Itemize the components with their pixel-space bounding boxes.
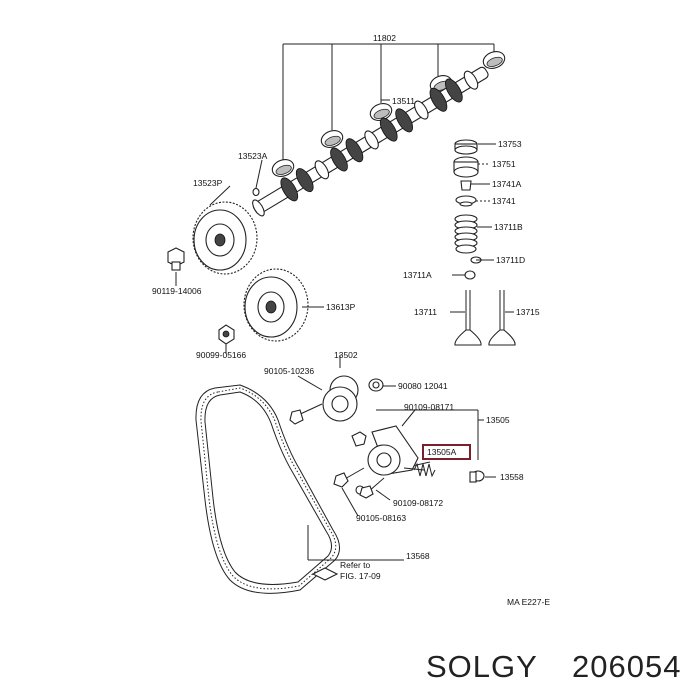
valve-leader-lines xyxy=(450,143,514,313)
bolt-90105-08163 xyxy=(333,467,365,488)
label-90119: 90119-14006 xyxy=(152,286,202,296)
label-11802: 11802 xyxy=(373,33,396,43)
label-13715: 13715 xyxy=(516,307,540,317)
timing-belt-13568 xyxy=(195,384,340,594)
label-13711: 13711 xyxy=(414,307,437,317)
label-13505a: 13505A xyxy=(427,447,457,457)
highlight-box-13505a xyxy=(422,444,471,460)
label-13711b: 13711B xyxy=(494,222,523,232)
brand-name: SOLGY xyxy=(426,649,538,684)
label-13751: 13751 xyxy=(492,159,516,169)
label-90105-10236: 90105-10236 xyxy=(264,366,314,376)
label-13711d: 13711D xyxy=(496,255,525,265)
refer-symbol xyxy=(311,567,339,581)
label-13568: 13568 xyxy=(406,551,430,561)
label-13511: 13511 xyxy=(392,96,415,106)
tensioner-13505 xyxy=(351,425,425,495)
label-90109-08172: 90109-08172 xyxy=(393,498,443,508)
label-13741a: 13741A xyxy=(492,179,522,189)
label-13558: 13558 xyxy=(500,472,524,482)
idler-13502 xyxy=(322,375,384,422)
pulley-13613p xyxy=(243,268,309,342)
bracket-11802 xyxy=(282,43,495,160)
label-13502: 13502 xyxy=(334,350,358,360)
label-13523p: 13523P xyxy=(193,178,223,188)
label-13741: 13741 xyxy=(492,196,516,206)
part-number: 206054 xyxy=(572,649,681,684)
label-90109-08171: 90109-08171 xyxy=(404,402,454,412)
label-13613p: 13613P xyxy=(326,302,356,312)
label-13505: 13505 xyxy=(486,415,510,425)
label-90105-08163: 90105-08163 xyxy=(356,513,406,523)
label-refer-fig: FIG. 17-09 xyxy=(340,571,381,581)
part-labels: 11802 13511 13523A 13523P 90119-14006 13… xyxy=(152,33,550,607)
label-13753: 13753 xyxy=(498,139,522,149)
bolt-90119 xyxy=(167,247,185,271)
pin-13558 xyxy=(469,470,485,483)
bolt-90109-08172 xyxy=(359,477,385,499)
label-90099: 90099-05166 xyxy=(196,350,246,360)
camshaft xyxy=(252,66,489,217)
pin-13523a xyxy=(252,187,260,197)
pulley-13523p xyxy=(192,201,258,275)
bolt-90105-10236 xyxy=(289,403,323,425)
spring-13505a xyxy=(413,462,436,478)
label-drawing-ref: MA E227-E xyxy=(507,597,550,607)
valve-train xyxy=(453,139,516,346)
leader-lines xyxy=(175,99,496,561)
label-90080: 90080 12041 xyxy=(398,381,448,391)
nut-90099 xyxy=(218,324,235,345)
label-13523a: 13523A xyxy=(238,151,268,161)
label-refer-to: Refer to xyxy=(340,560,371,570)
label-13711a: 13711A xyxy=(403,270,432,280)
